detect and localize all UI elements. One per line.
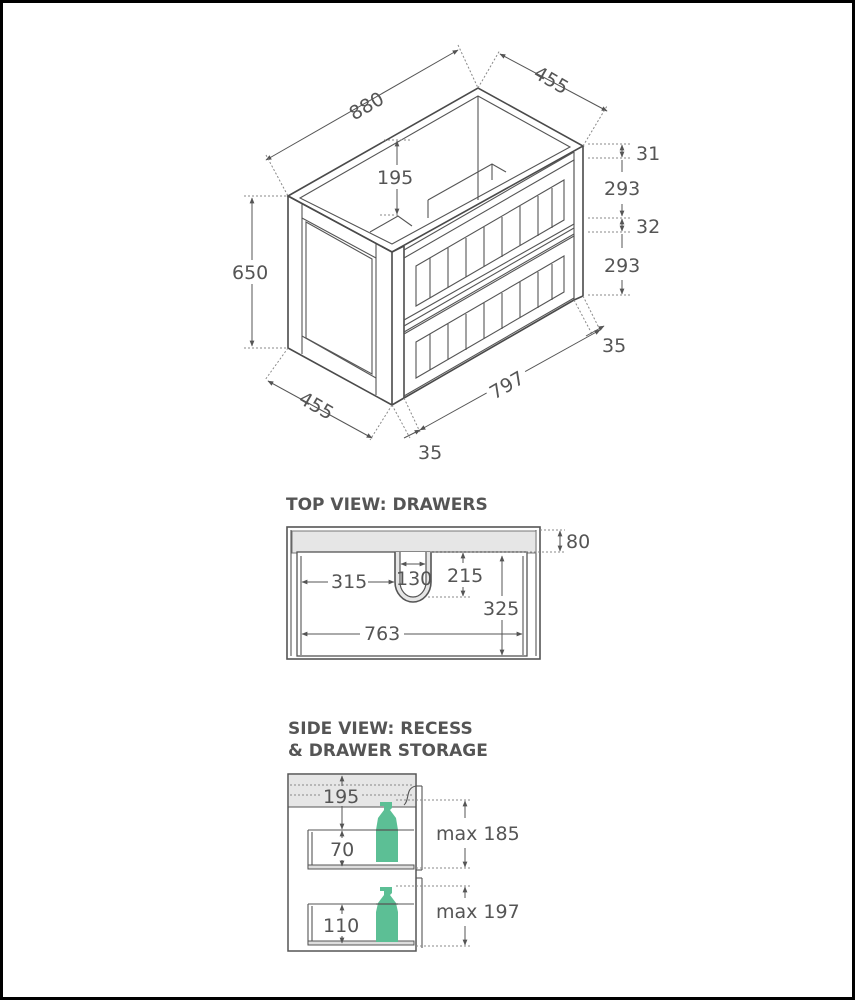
dim-cutout-depth: 215	[447, 565, 483, 587]
dim-inner-width: 763	[364, 623, 400, 645]
dim-back-band: 80	[566, 531, 590, 553]
dim-depth-top: 455	[530, 62, 572, 99]
dim-inner-depth: 325	[483, 598, 519, 620]
drawing-sheet: 880 455 650 195 31 293 32 293	[3, 3, 852, 997]
bottle-icon-lower	[376, 887, 398, 942]
side-view-title-line2: & DRAWER STORAGE	[288, 741, 488, 761]
dim-side-right: 35	[602, 335, 626, 357]
side-view-title-line1: SIDE VIEW: RECESS	[288, 719, 473, 739]
dim-side-recess: 195	[323, 786, 359, 808]
dim-lower-drawer: 293	[604, 255, 640, 277]
top-view-title: TOP VIEW: DRAWERS	[286, 495, 488, 515]
dim-upper-inner: 70	[330, 839, 354, 861]
bottle-icon-upper	[376, 802, 398, 862]
upper-drawer-slats	[429, 188, 553, 298]
side-view: SIDE VIEW: RECESS & DRAWER STORAGE	[287, 719, 520, 952]
dim-height: 650	[232, 262, 268, 284]
dim-upper-drawer: 293	[604, 178, 640, 200]
dim-depth-bottom: 455	[295, 387, 337, 424]
dim-lower-max: max 197	[436, 901, 520, 923]
dim-side-front: 35	[418, 442, 442, 464]
dim-mid-rail: 32	[636, 216, 660, 238]
dim-cutout-width: 130	[396, 568, 432, 590]
technical-drawing: 880 455 650 195 31 293 32 293	[232, 44, 660, 952]
top-view: TOP VIEW: DRAWERS 130 80 315 215 325	[286, 495, 590, 660]
dim-recess: 195	[377, 167, 413, 189]
dim-left-to-cutout: 315	[331, 571, 367, 593]
dim-upper-max: max 185	[436, 823, 520, 845]
isometric-cabinet: 880 455 650 195 31 293 32 293	[232, 44, 660, 464]
dim-top-rail: 31	[636, 143, 660, 165]
dim-lower-inner: 110	[323, 915, 359, 937]
